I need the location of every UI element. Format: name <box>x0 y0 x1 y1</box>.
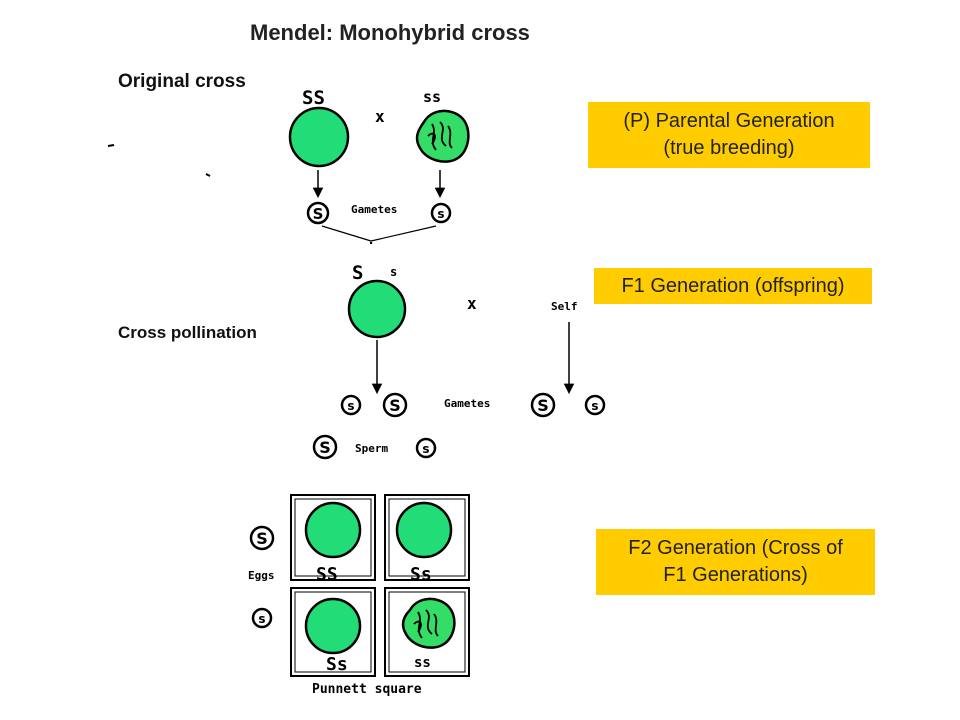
gamete-circle <box>584 394 606 416</box>
gamete-circle <box>530 392 556 418</box>
fertilization-line <box>370 225 437 242</box>
f2-generation-line1: F2 Generation (Cross of <box>628 537 843 559</box>
sperm-circle <box>312 434 338 460</box>
gamete-circle <box>340 394 362 416</box>
gamete-allele: S <box>537 396 549 415</box>
egg-allele: S <box>256 529 268 548</box>
egg-circle <box>251 607 273 629</box>
parent-right-genotype: ss <box>423 88 441 106</box>
gametes-label: Gametes <box>351 203 397 216</box>
sperm-label: Sperm <box>355 442 388 455</box>
egg-circle <box>249 525 275 551</box>
parent-cross-symbol: x <box>375 107 385 126</box>
f1-cross-symbol: x <box>467 294 477 313</box>
f1-generation-box: F1 Generation (offspring) <box>594 268 872 304</box>
parent-left-genotype: SS <box>302 87 325 109</box>
gamete-allele: s <box>437 207 444 221</box>
punnett-cell-inner <box>388 591 466 673</box>
punnett-genotype: ss <box>414 655 431 671</box>
punnett-square-label: Punnett square <box>312 682 422 697</box>
punnett-cell-inner <box>294 591 372 673</box>
f2-generation-line2: F1 Generations) <box>663 564 808 586</box>
gamete-circle <box>306 201 330 225</box>
gamete-allele: s <box>347 399 354 413</box>
gamete-allele: s <box>591 399 598 413</box>
eggs-label: Eggs <box>248 569 275 582</box>
gamete-circle <box>382 392 408 418</box>
smooth-pea-icon <box>288 106 350 168</box>
punnett-cell-inner <box>388 498 466 577</box>
parental-generation-box: (P) Parental Generation (true breeding) <box>588 102 870 168</box>
f1-genotype-dominant: S <box>352 262 363 284</box>
egg-allele: s <box>258 612 265 626</box>
parental-generation-line1: (P) Parental Generation <box>623 110 835 132</box>
stray-mark <box>205 173 211 177</box>
sperm-circle <box>415 437 437 459</box>
sperm-allele: s <box>422 442 429 456</box>
fertilization-point <box>369 241 373 245</box>
punnett-genotype: Ss <box>410 564 432 585</box>
parental-generation-line2: (true breeding) <box>663 137 795 159</box>
fertilization-line <box>321 225 372 242</box>
page-title: Mendel: Monohybrid cross <box>250 20 530 45</box>
smooth-pea-icon <box>304 597 362 655</box>
smooth-pea-icon <box>395 501 453 559</box>
gamete-allele: S <box>389 396 401 415</box>
self-label: Self <box>551 300 578 313</box>
punnett-genotype: Ss <box>326 654 348 675</box>
smooth-pea-icon <box>304 501 362 559</box>
stray-mark <box>107 144 115 147</box>
f1-genotype-recessive: s <box>390 265 397 279</box>
cross-pollination-label: Cross pollination <box>118 323 257 342</box>
smooth-pea-icon <box>347 279 407 339</box>
sperm-allele: S <box>319 438 331 457</box>
punnett-cell-inner <box>294 498 372 577</box>
punnett-genotype: SS <box>316 564 338 585</box>
f1-generation-text: F1 Generation (offspring) <box>621 274 845 297</box>
f2-generation-box: F2 Generation (Cross of F1 Generations) <box>596 529 875 595</box>
gamete-circle <box>430 202 452 224</box>
original-cross-label: Original cross <box>118 71 246 92</box>
gametes-label: Gametes <box>444 397 490 410</box>
gamete-allele: S <box>313 205 324 223</box>
